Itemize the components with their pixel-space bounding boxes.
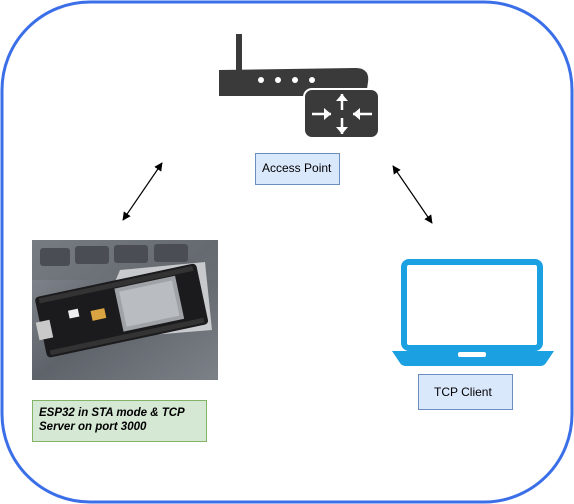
esp32-board-image [32,240,218,380]
connector-esp32-ap [122,162,163,221]
laptop-icon [392,259,554,366]
router-icon [219,34,380,139]
access-point-label: Access Point [255,153,340,185]
connector-ap-client [392,165,433,224]
esp32-label: ESP32 in STA mode & TCP Server on port 3… [32,400,207,442]
tcp-client-label: TCP Client [418,374,513,410]
